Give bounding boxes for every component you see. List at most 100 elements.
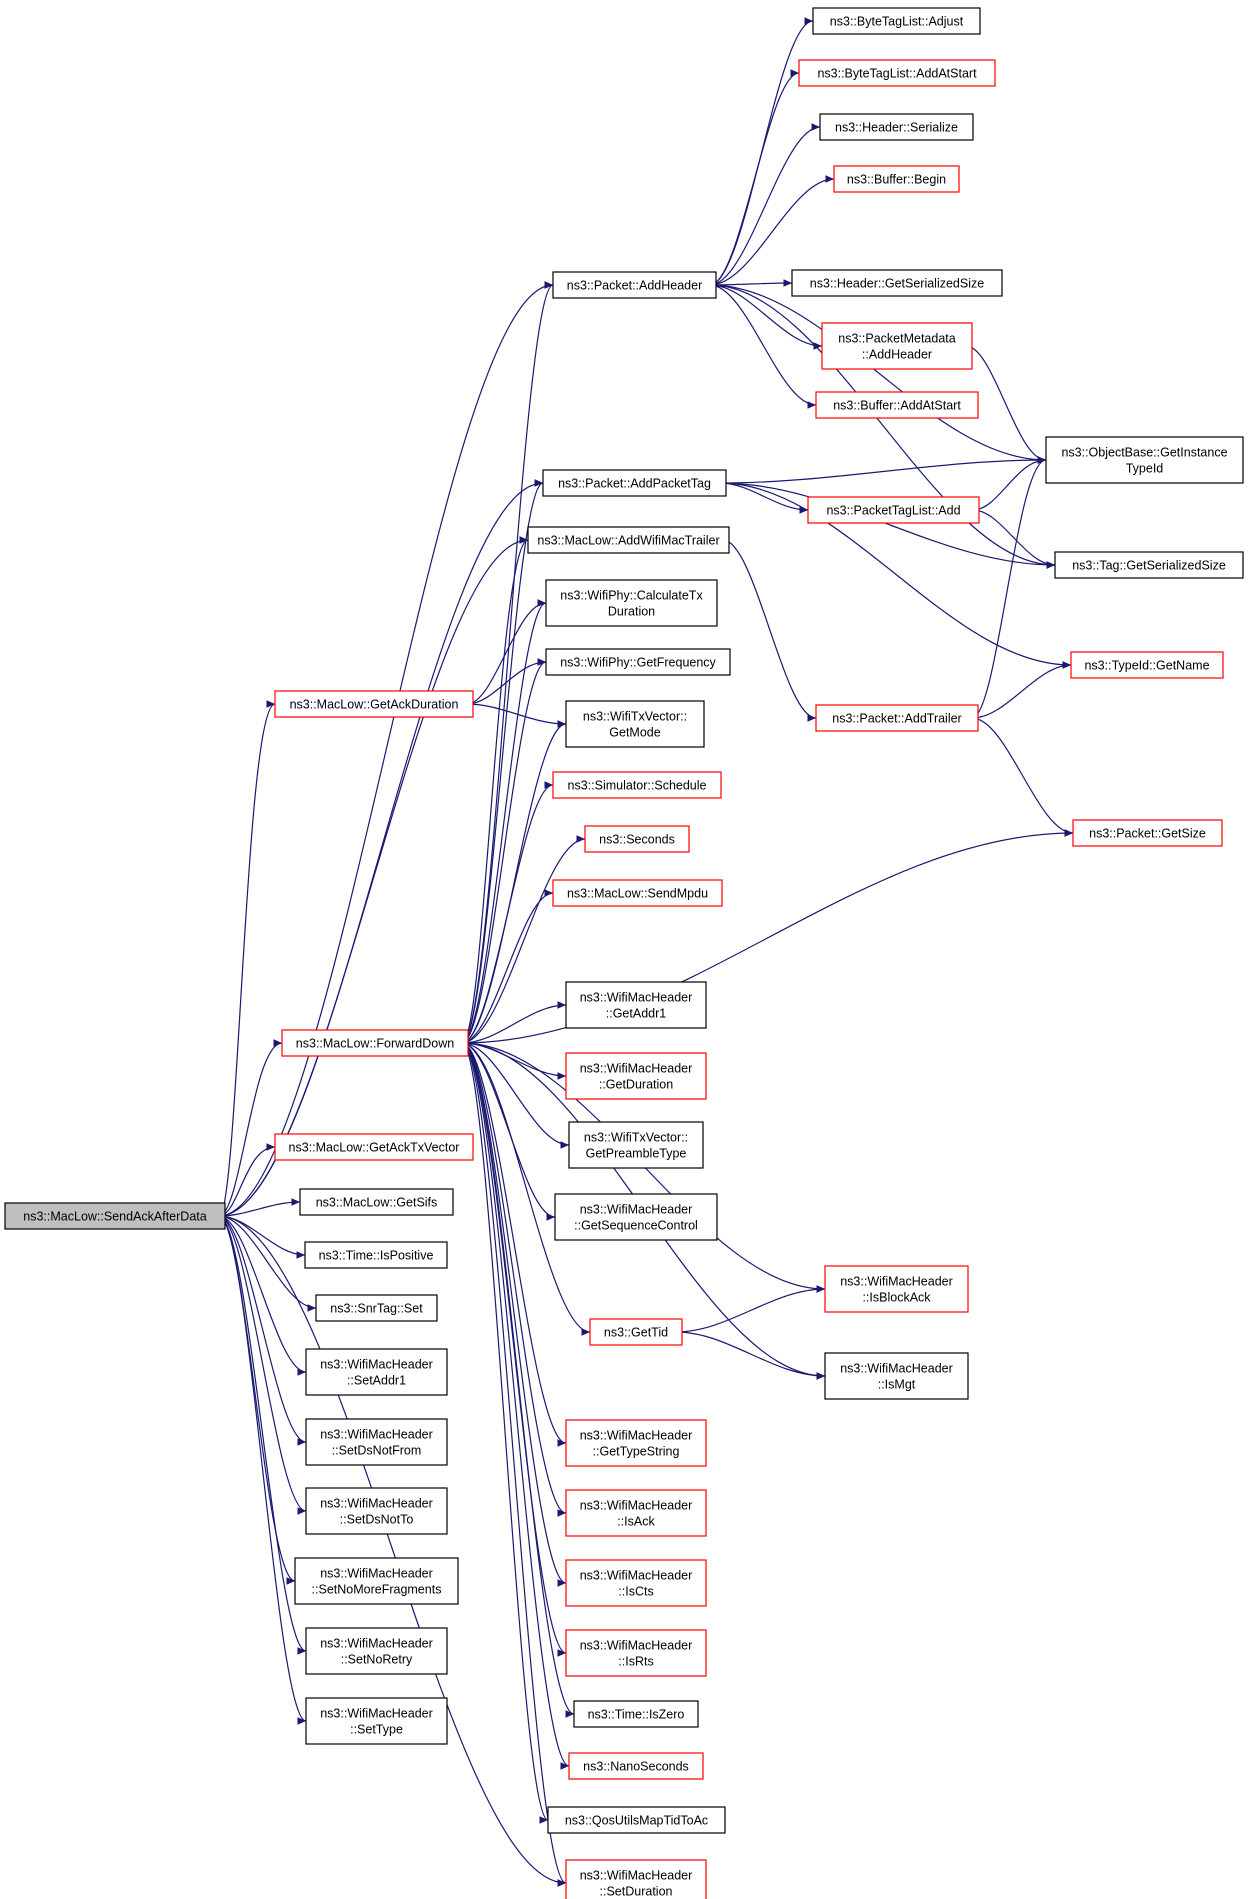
node-label: GetMode <box>609 726 660 740</box>
node-box <box>565 1559 707 1607</box>
function-node[interactable]: ns3::WifiMacHeader::SetType <box>305 1697 448 1745</box>
function-node[interactable]: ns3::Seconds <box>584 825 690 853</box>
function-node[interactable]: ns3::WifiMacHeader::IsMgt <box>824 1352 969 1400</box>
function-node[interactable]: ns3::PacketTagList::Add <box>807 496 980 524</box>
function-node[interactable]: ns3::WifiMacHeader::GetTypeString <box>565 1419 707 1467</box>
function-node[interactable]: ns3::WifiMacHeader::SetNoRetry <box>305 1627 448 1675</box>
function-node[interactable]: ns3::WifiMacHeader::SetNoMoreFragments <box>294 1557 459 1605</box>
node-box <box>812 7 981 35</box>
edge-n25-to-n40 <box>461 1042 567 1517</box>
function-node[interactable]: ns3::Header::Serialize <box>819 113 974 141</box>
function-node[interactable]: ns3::WifiMacHeader::SetDsNotTo <box>305 1487 448 1535</box>
function-node[interactable]: ns3::Packet::AddHeader <box>552 271 717 299</box>
function-node[interactable]: ns3::TypeId::GetName <box>1070 651 1224 679</box>
nodes-layer: ns3::MacLow::SendAckAfterData ns3::Packet… <box>4 7 1244 1899</box>
node-box <box>584 825 690 853</box>
node-box <box>274 1133 474 1161</box>
node-label: ns3::WifiPhy::CalculateTx <box>560 589 703 603</box>
node-label: ::GetAddr1 <box>606 1007 666 1021</box>
node-box <box>1070 651 1224 679</box>
node-label: ns3::WifiTxVector:: <box>583 710 687 724</box>
function-node[interactable]: ns3::PacketMetadata::AddHeader <box>821 322 973 370</box>
edge-n0-to-n36 <box>218 1215 307 1376</box>
node-box <box>299 1188 454 1216</box>
node-label: ns3::WifiMacHeader <box>580 991 693 1005</box>
function-node[interactable]: ns3::WifiMacHeader::SetDuration <box>565 1859 707 1899</box>
node-label: ns3::ByteTagList::Adjust <box>830 15 964 29</box>
node-box <box>1072 819 1223 847</box>
node-label: ns3::WifiMacHeader <box>840 1275 953 1289</box>
node-box <box>821 322 973 370</box>
node-box <box>565 1052 707 1100</box>
function-node[interactable]: ns3::Header::GetSerializedSize <box>791 269 1003 297</box>
function-node[interactable]: ns3::NanoSeconds <box>568 1752 704 1780</box>
function-node[interactable]: ns3::WifiTxVector::GetPreambleType <box>568 1121 704 1169</box>
function-node[interactable]: ns3::MacLow::ForwardDown <box>281 1029 469 1057</box>
function-node[interactable]: ns3::WifiPhy::GetFrequency <box>545 648 731 676</box>
node-label: ns3::MacLow::SendMpdu <box>567 887 708 901</box>
function-node[interactable]: ns3::Simulator::Schedule <box>552 771 722 799</box>
node-label: ns3::PacketTagList::Add <box>826 504 960 518</box>
node-box <box>565 981 707 1029</box>
function-node[interactable]: ns3::Packet::AddPacketTag <box>542 469 727 497</box>
function-node[interactable]: ns3::MacLow::SendMpdu <box>552 879 723 907</box>
function-node[interactable]: ns3::Time::IsZero <box>573 1700 699 1728</box>
node-box <box>545 579 718 627</box>
function-node[interactable]: ns3::WifiMacHeader::GetAddr1 <box>565 981 707 1029</box>
node-label: ns3::WifiMacHeader <box>580 1429 693 1443</box>
edge-n11-to-n9 <box>972 456 1047 511</box>
node-label: ns3::MacLow::GetSifs <box>316 1196 438 1210</box>
function-node[interactable]: ns3::Packet::GetSize <box>1072 819 1223 847</box>
node-box <box>274 690 474 718</box>
node-box <box>833 165 960 193</box>
node-label: ::GetSequenceControl <box>574 1219 698 1233</box>
edge-n0-to-n25 <box>218 1039 283 1217</box>
function-node[interactable]: ns3::Time::IsPositive <box>304 1241 448 1269</box>
node-label: ns3::WifiMacHeader <box>580 1203 693 1217</box>
node-label: TypeId <box>1126 462 1164 476</box>
edge-n25-to-n42 <box>461 1042 567 1587</box>
node-label: ns3::Simulator::Schedule <box>568 779 707 793</box>
function-node[interactable]: ns3::MacLow::GetSifs <box>299 1188 454 1216</box>
edge-n25-to-n34 <box>461 1042 591 1336</box>
function-node[interactable]: ns3::QosUtilsMapTidToAc <box>547 1806 726 1834</box>
node-label: ::SetDsNotTo <box>340 1513 414 1527</box>
function-node[interactable]: ns3::WifiMacHeader::IsCts <box>565 1559 707 1607</box>
function-node[interactable]: ns3::WifiMacHeader::IsBlockAck <box>824 1265 969 1313</box>
function-node[interactable]: ns3::WifiTxVector::GetMode <box>565 700 705 748</box>
function-node[interactable]: ns3::GetTid <box>589 1318 683 1346</box>
node-label: ::GetDuration <box>599 1078 673 1092</box>
function-node[interactable]: ns3::WifiMacHeader::GetDuration <box>565 1052 707 1100</box>
node-label: ns3::QosUtilsMapTidToAc <box>565 1814 708 1828</box>
function-node[interactable]: ns3::WifiMacHeader::IsAck <box>565 1489 707 1537</box>
node-label: ns3::Seconds <box>599 833 675 847</box>
node-label: ::IsBlockAck <box>862 1291 931 1305</box>
function-node[interactable]: ns3::ByteTagList::AddAtStart <box>798 59 996 87</box>
function-node[interactable]: ns3::MacLow::AddWifiMacTrailer <box>527 526 730 554</box>
function-node[interactable]: ns3::WifiMacHeader::IsRts <box>565 1629 707 1677</box>
function-node[interactable]: ns3::Buffer::AddAtStart <box>815 391 979 419</box>
node-box <box>565 1859 707 1899</box>
function-node[interactable]: ns3::SnrTag::Set <box>315 1294 438 1322</box>
node-box <box>294 1557 459 1605</box>
function-node[interactable]: ns3::WifiMacHeader::SetDsNotFrom <box>305 1418 448 1466</box>
function-node[interactable]: ns3::Tag::GetSerializedSize <box>1054 551 1244 579</box>
function-node[interactable]: ns3::WifiMacHeader::GetSequenceControl <box>554 1193 718 1241</box>
function-node[interactable]: ns3::Packet::AddTrailer <box>815 704 979 732</box>
function-node[interactable]: ns3::ByteTagList::Adjust <box>812 7 981 35</box>
node-box <box>565 1629 707 1677</box>
edge-n11-to-n12 <box>972 509 1056 569</box>
node-box <box>304 1241 448 1269</box>
function-node[interactable]: ns3::WifiMacHeader::SetAddr1 <box>305 1348 448 1396</box>
node-label: ns3::PacketMetadata <box>838 332 955 346</box>
edge-n0-to-n17 <box>218 700 276 1217</box>
node-label: ::GetTypeString <box>593 1445 680 1459</box>
function-node[interactable]: ns3::Buffer::Begin <box>833 165 960 193</box>
function-node[interactable]: ns3::MacLow::GetAckDuration <box>274 690 474 718</box>
root-function-node[interactable]: ns3::MacLow::SendAckAfterData <box>4 1202 226 1230</box>
function-node[interactable]: ns3::MacLow::GetAckTxVector <box>274 1133 474 1161</box>
edge-n0-to-n37 <box>218 1215 307 1446</box>
node-label: ::SetNoMoreFragments <box>312 1583 442 1597</box>
